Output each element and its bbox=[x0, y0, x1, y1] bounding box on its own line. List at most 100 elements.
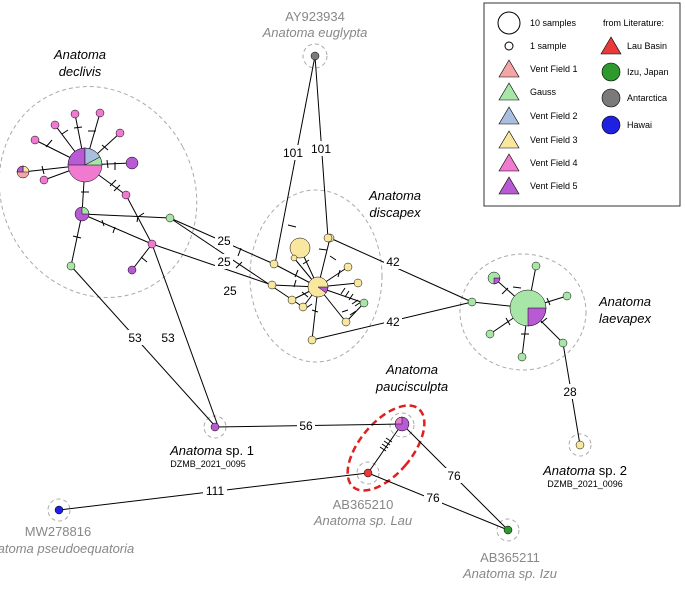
hawai-ring bbox=[47, 498, 71, 522]
label-sp1-code: DZMB_2021_0095 bbox=[170, 459, 246, 469]
label-laevapex-2: laevapex bbox=[599, 311, 652, 326]
legend-gauss-symbol bbox=[498, 82, 520, 101]
label-discapex-1: Anatoma bbox=[368, 188, 421, 203]
paucisculpta-ring bbox=[389, 412, 415, 438]
node-discapex-i bbox=[359, 298, 369, 308]
label-hawai-code: MW278816 bbox=[25, 524, 91, 539]
sp2-ring bbox=[568, 433, 592, 457]
legend-vf5-label: Vent Field 5 bbox=[530, 181, 578, 191]
node-declivis-g-vf3 bbox=[22, 165, 30, 173]
label-laevapex-1: Anatoma bbox=[598, 294, 651, 309]
node-hawai bbox=[54, 505, 64, 515]
legend-size-large-symbol bbox=[497, 11, 521, 35]
node-declivis-e bbox=[115, 128, 125, 138]
legend-hawai-label: Hawai bbox=[627, 120, 652, 130]
label-euglypta-code: AY923934 bbox=[285, 9, 345, 24]
node-declivis-l bbox=[165, 213, 175, 223]
node-declivis-m bbox=[147, 239, 157, 249]
legend-vf1-label: Vent Field 1 bbox=[530, 64, 578, 74]
node-euglypta bbox=[310, 51, 320, 61]
node-laevapex-b-vf5 bbox=[493, 277, 501, 285]
node-sp2 bbox=[575, 440, 585, 450]
mutation-ticks bbox=[41, 126, 551, 452]
node-declivis-f bbox=[125, 156, 139, 170]
edge-label-53b: 53 bbox=[161, 331, 175, 345]
legend-izu-label: Izu, Japan bbox=[627, 67, 669, 77]
node-laevapex-e bbox=[558, 338, 568, 348]
node-laevapex-g bbox=[485, 329, 495, 339]
edge-label-28: 28 bbox=[563, 385, 577, 399]
declivis-group bbox=[0, 86, 198, 298]
node-laevapex-main-vf5 bbox=[527, 307, 547, 327]
legend-izu-symbol bbox=[601, 62, 621, 82]
node-sp1 bbox=[210, 422, 220, 432]
label-sp2-rest: sp. 2 bbox=[595, 463, 627, 478]
legend-antarctica-label: Antarctica bbox=[627, 93, 667, 103]
legend-vf2-label: Vent Field 2 bbox=[530, 111, 578, 121]
node-laevapex-c bbox=[531, 261, 541, 271]
paucisculpta-highlight bbox=[346, 404, 426, 492]
node-discapex-large bbox=[289, 237, 311, 259]
legend-vf1-symbol bbox=[498, 59, 520, 78]
node-discapex-d bbox=[287, 295, 297, 305]
label-sp1: Anatoma sp. 1 bbox=[169, 443, 254, 458]
edge-label-101a: 101 bbox=[283, 146, 303, 160]
label-paucisculpta-2: paucisculpta bbox=[375, 379, 448, 394]
label-sp2-code: DZMB_2021_0096 bbox=[547, 479, 623, 489]
node-izu bbox=[503, 525, 513, 535]
legend: 10 samples 1 sample Vent Field 1 Gauss V… bbox=[483, 2, 681, 207]
label-declivis-2: declivis bbox=[59, 64, 102, 79]
label-hawai-name: Anatoma pseudoequatoria bbox=[0, 541, 134, 556]
edge-label-56: 56 bbox=[299, 419, 313, 433]
label-discapex-2: discapex bbox=[369, 205, 421, 220]
node-declivis-b bbox=[50, 120, 60, 130]
legend-literature-title: from Literature: bbox=[603, 18, 664, 28]
legend-size-small-label: 1 sample bbox=[530, 41, 567, 51]
label-euglypta-name: Anatoma euglypta bbox=[262, 25, 368, 40]
node-discapex-c bbox=[267, 280, 277, 290]
edge-label-111: 111 bbox=[206, 484, 225, 498]
node-declivis-j-gauss bbox=[81, 206, 90, 215]
legend-vf4-symbol bbox=[498, 153, 520, 172]
legend-lau-label: Lau Basin bbox=[627, 41, 667, 51]
legend-size-large-label: 10 samples bbox=[530, 18, 577, 28]
node-laevapex-f bbox=[517, 352, 527, 362]
izu-ring bbox=[496, 518, 520, 542]
lau-ring bbox=[356, 461, 380, 485]
node-declivis-i bbox=[121, 190, 131, 200]
species-labels: Anatoma declivis Anatoma discapex Anatom… bbox=[0, 9, 652, 581]
label-sp1-rest: sp. 1 bbox=[222, 443, 254, 458]
edge-label-101b: 101 bbox=[311, 142, 331, 156]
group-outlines bbox=[0, 43, 592, 542]
node-discapex-e bbox=[298, 302, 308, 312]
node-declivis-main-gauss bbox=[84, 156, 103, 166]
haplotype-nodes bbox=[16, 51, 585, 535]
edge-label-76b: 76 bbox=[426, 491, 440, 505]
edge-label-76a: 76 bbox=[447, 469, 461, 483]
laevapex-group bbox=[459, 253, 587, 371]
label-sp2: Anatoma sp. 2 bbox=[542, 463, 627, 478]
node-laevapex-a bbox=[467, 297, 477, 307]
node-discapex-main-vf5 bbox=[317, 286, 329, 294]
node-discapex-k bbox=[323, 233, 333, 243]
legend-vf3-symbol bbox=[498, 130, 520, 149]
legend-vf5-symbol bbox=[498, 176, 520, 195]
edge-label-25b: 25 bbox=[217, 255, 231, 269]
legend-vf4-label: Vent Field 4 bbox=[530, 158, 578, 168]
edge-number-labels: 101 101 25 25 25 42 42 53 53 56 28 76 76… bbox=[126, 141, 579, 505]
node-discapex-l bbox=[290, 254, 298, 262]
node-declivis-h bbox=[39, 175, 49, 185]
label-paucisculpta-1: Anatoma bbox=[385, 362, 438, 377]
node-declivis-d bbox=[95, 108, 105, 118]
label-sp2-genus: Anatoma bbox=[542, 463, 595, 478]
legend-vf3-label: Vent Field 3 bbox=[530, 135, 578, 145]
label-declivis-1: Anatoma bbox=[53, 47, 106, 62]
node-declivis-n bbox=[127, 265, 137, 275]
legend-vf2-symbol bbox=[498, 106, 520, 125]
node-discapex-j bbox=[341, 317, 351, 327]
node-discapex-g bbox=[343, 262, 353, 272]
node-declivis-k bbox=[66, 261, 76, 271]
edge-label-25a: 25 bbox=[217, 234, 231, 248]
legend-lau-symbol bbox=[600, 36, 622, 55]
